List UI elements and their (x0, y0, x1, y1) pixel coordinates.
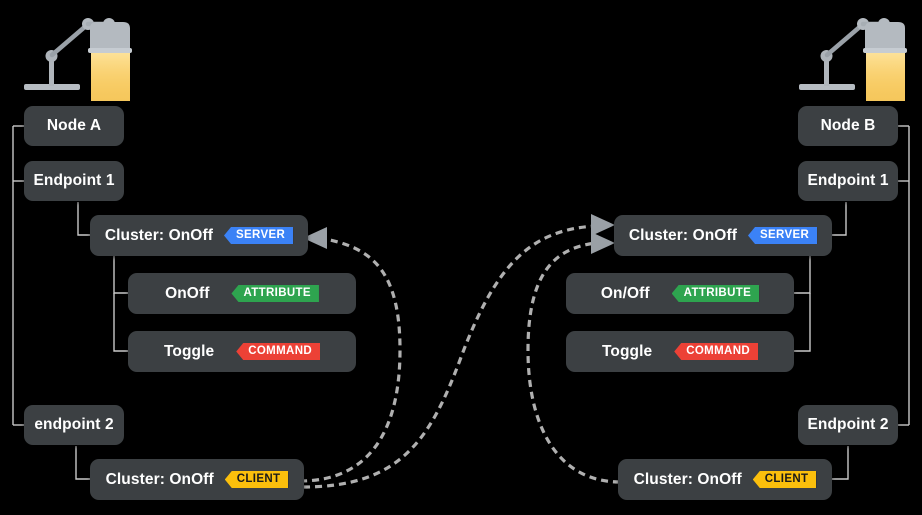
attribute-badge: ATTRIBUTE (231, 285, 319, 302)
left-endpoint2-to-cluster (75, 446, 90, 480)
left-cluster-client-label: Cluster: OnOff (105, 470, 214, 488)
left-node-a-label: Node A (46, 117, 102, 134)
arrowhead-into-right-server-lower (591, 232, 615, 254)
left-command-label: Toggle (163, 342, 215, 360)
right-endpoint-1-label: Endpoint 1 (807, 172, 889, 189)
left-cluster-to-attribute (113, 256, 128, 294)
left-cluster-server-label: Cluster: OnOff (104, 226, 213, 244)
right-attribute-label: On/Off (600, 284, 650, 302)
right-node-b-box[interactable]: Node B (798, 106, 898, 146)
client-badge: CLIENT (224, 471, 289, 488)
left-attribute-label: OnOff (165, 284, 210, 302)
client-badge: CLIENT (752, 471, 817, 488)
right-endpoint1-cluster-server-box[interactable]: Cluster: OnOff SERVER (614, 215, 832, 256)
command-badge: COMMAND (674, 343, 759, 360)
left-endpoint-1-label: Endpoint 1 (33, 172, 115, 189)
right-endpoint2-to-cluster (832, 446, 849, 480)
binding-arrowheads (303, 214, 615, 254)
left-endpoint1-to-cluster (77, 202, 90, 236)
right-node-b-label: Node B (820, 117, 876, 134)
right-endpoint-2-label: Endpoint 2 (807, 416, 889, 433)
right-attribute-onoff-box[interactable]: On/Off ATTRIBUTE (566, 273, 794, 314)
right-command-label: Toggle (601, 342, 653, 360)
left-cluster-to-command (113, 293, 128, 352)
right-desk-lamp-icon (799, 18, 907, 101)
command-badge: COMMAND (236, 343, 321, 360)
left-endpoint-1-box[interactable]: Endpoint 1 (24, 161, 124, 201)
right-cluster-client-label: Cluster: OnOff (633, 470, 742, 488)
right-command-toggle-box[interactable]: Toggle COMMAND (566, 331, 794, 372)
right-endpoint-2-box[interactable]: Endpoint 2 (798, 405, 898, 445)
arrowhead-into-right-server-upper (591, 214, 615, 236)
right-endpoint1-to-cluster (832, 202, 847, 236)
left-endpoint-2-box[interactable]: endpoint 2 (24, 405, 124, 445)
attribute-badge: ATTRIBUTE (671, 285, 760, 302)
left-endpoint2-cluster-client-box[interactable]: Cluster: OnOff CLIENT (90, 459, 304, 500)
right-cluster-to-attribute (794, 256, 811, 294)
right-endpoint2-cluster-client-box[interactable]: Cluster: OnOff CLIENT (618, 459, 832, 500)
right-endpoint-1-box[interactable]: Endpoint 1 (798, 161, 898, 201)
left-endpoint-2-label: endpoint 2 (34, 416, 114, 433)
server-badge: SERVER (748, 227, 818, 244)
right-cluster-server-label: Cluster: OnOff (628, 226, 737, 244)
right-cluster-to-command (794, 293, 811, 352)
left-node-a-box[interactable]: Node A (24, 106, 124, 146)
left-endpoint1-cluster-server-box[interactable]: Cluster: OnOff SERVER (90, 215, 308, 256)
left-command-toggle-box[interactable]: Toggle COMMAND (128, 331, 356, 372)
left-attribute-onoff-box[interactable]: OnOff ATTRIBUTE (128, 273, 356, 314)
left-desk-lamp-icon (24, 18, 132, 101)
server-badge: SERVER (224, 227, 294, 244)
